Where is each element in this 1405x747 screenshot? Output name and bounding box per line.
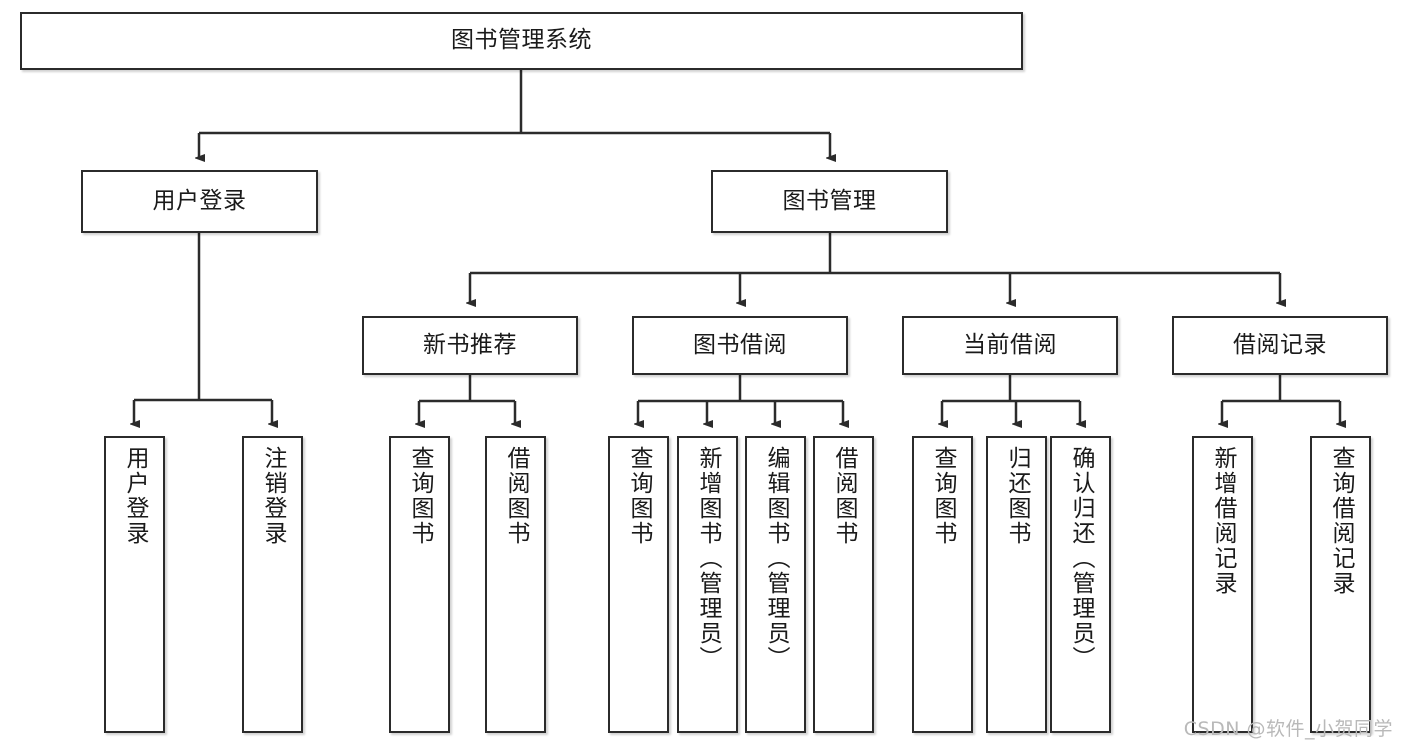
leaf-query-book-borrow[interactable]: 查询图书 <box>608 436 669 733</box>
node-label: 借阅图书 <box>503 446 529 546</box>
node-label: 新增借阅记录 <box>1210 446 1236 596</box>
node-label: 用户登录 <box>122 446 148 546</box>
leaf-borrow-book-recommend[interactable]: 借阅图书 <box>485 436 546 733</box>
leaf-query-borrow-record[interactable]: 查询借阅记录 <box>1310 436 1371 733</box>
leaf-return-book[interactable]: 归还图书 <box>986 436 1047 733</box>
leaf-user-logout[interactable]: 注销登录 <box>242 436 303 733</box>
node-label: 用户登录 <box>152 187 247 214</box>
node-label: 编辑图书（管理员） <box>763 446 789 671</box>
leaf-query-book-recommend[interactable]: 查询图书 <box>389 436 450 733</box>
node-book-borrow[interactable]: 图书借阅 <box>632 316 848 375</box>
node-label: 查询借阅记录 <box>1328 446 1354 596</box>
node-label: 图书借阅 <box>693 331 787 358</box>
leaf-query-book-current[interactable]: 查询图书 <box>912 436 973 733</box>
node-book-management[interactable]: 图书管理 <box>711 170 948 233</box>
leaf-edit-book-admin[interactable]: 编辑图书（管理员） <box>745 436 806 733</box>
node-label: 新增图书（管理员） <box>695 446 721 671</box>
leaf-add-borrow-record[interactable]: 新增借阅记录 <box>1192 436 1253 733</box>
node-label: 查询图书 <box>930 446 956 546</box>
node-label: 借阅图书 <box>831 446 857 546</box>
node-label: 查询图书 <box>626 446 652 546</box>
node-label: 注销登录 <box>260 446 286 546</box>
node-new-book-recommend[interactable]: 新书推荐 <box>362 316 578 375</box>
node-label: 借阅记录 <box>1233 331 1327 358</box>
node-label: 归还图书 <box>1004 446 1030 546</box>
node-borrow-record[interactable]: 借阅记录 <box>1172 316 1388 375</box>
node-root-system[interactable]: 图书管理系统 <box>20 12 1023 70</box>
leaf-add-book-admin[interactable]: 新增图书（管理员） <box>677 436 738 733</box>
leaf-user-login[interactable]: 用户登录 <box>104 436 165 733</box>
node-label: 新书推荐 <box>423 331 517 358</box>
node-label: 图书管理 <box>782 187 877 214</box>
watermark-text: CSDN @软件_小贺同学 <box>1183 718 1393 740</box>
leaf-confirm-return-admin[interactable]: 确认归还（管理员） <box>1050 436 1111 733</box>
leaf-borrow-book[interactable]: 借阅图书 <box>813 436 874 733</box>
node-user-login[interactable]: 用户登录 <box>81 170 318 233</box>
node-label: 当前借阅 <box>963 331 1057 358</box>
node-label: 查询图书 <box>407 446 433 546</box>
node-label: 确认归还（管理员） <box>1068 446 1094 671</box>
node-current-borrow[interactable]: 当前借阅 <box>902 316 1118 375</box>
node-label: 图书管理系统 <box>451 27 592 54</box>
